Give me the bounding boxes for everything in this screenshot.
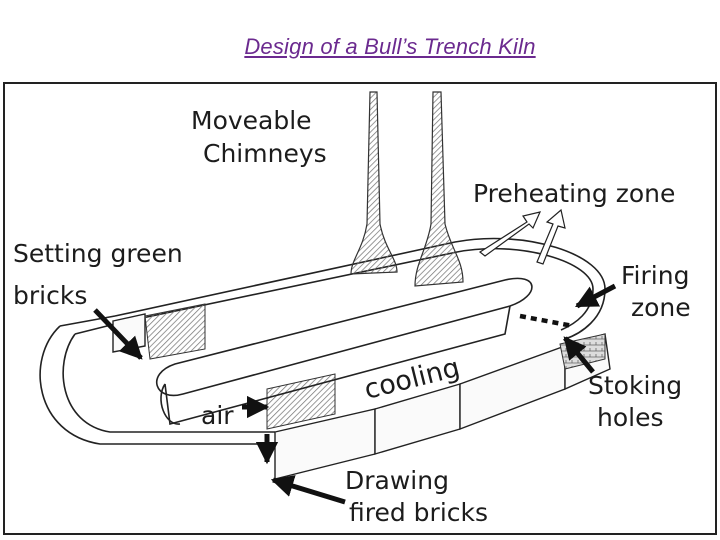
diagram-frame: Moveable Chimneys Preheating zone Settin… xyxy=(3,82,717,535)
preheating-zone-label: Preheating zone xyxy=(473,179,675,208)
drawing-fired-bricks-label-line1: Drawing xyxy=(345,466,449,495)
stoking-holes-label-line1: Stoking xyxy=(588,371,682,400)
page-title: Design of a Bull’s Trench Kiln xyxy=(0,34,720,60)
chimney-right xyxy=(415,92,463,286)
air-label: air xyxy=(201,401,234,430)
kiln-diagram: Moveable Chimneys Preheating zone Settin… xyxy=(5,84,719,537)
chimneys-label-line2: Chimneys xyxy=(203,139,327,168)
chimneys-label-line1: Moveable xyxy=(191,106,312,135)
setting-green-bricks-label-line1: Setting green xyxy=(13,239,183,268)
stoking-holes-label-line2: holes xyxy=(597,403,664,432)
firing-zone-label-line1: Firing xyxy=(621,261,689,290)
firing-dotted-line xyxy=(520,316,573,326)
firing-zone-label-line2: zone xyxy=(631,293,691,322)
chimney-left xyxy=(351,92,397,274)
preheating-arrows xyxy=(480,210,565,264)
drawing-arrow xyxy=(273,480,345,502)
firing-zone-arrow xyxy=(577,286,615,306)
drawing-fired-bricks-label-line2: fired bricks xyxy=(349,498,488,527)
setting-green-bricks-label-line2: bricks xyxy=(13,281,87,310)
